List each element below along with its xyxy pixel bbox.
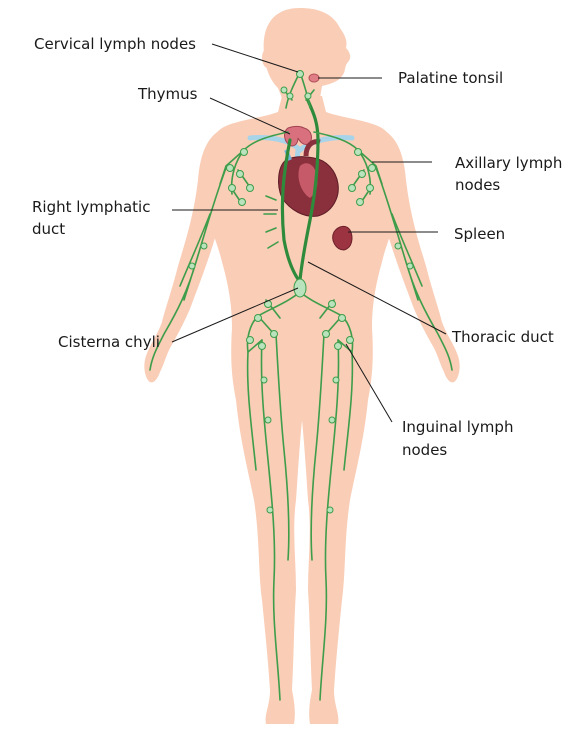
- cervical-vessels: [283, 71, 315, 109]
- lymph-node: [226, 164, 234, 172]
- body-silhouette: [144, 8, 460, 724]
- leader-cisterna: [171, 287, 299, 343]
- right-leg-vessels: [246, 333, 290, 701]
- lymph-node: [266, 506, 274, 514]
- lymph-node: [258, 342, 266, 350]
- lymph-node: [354, 148, 362, 156]
- leader-thoracic: [307, 261, 447, 335]
- lymph-node: [334, 342, 342, 350]
- lymph-node: [326, 506, 334, 514]
- lymph-node: [246, 336, 254, 344]
- ear: [262, 48, 274, 68]
- lymph-node: [246, 184, 254, 192]
- thoracic-duct-vessel: [298, 94, 320, 282]
- lymph-node: [264, 416, 272, 424]
- lymph-node: [236, 170, 244, 178]
- label-thymus: Thymus: [137, 85, 198, 103]
- lymph-node: [270, 330, 278, 338]
- label-inguinal-line1: Inguinal lymph: [402, 418, 513, 436]
- label-cisterna-chyli: Cisterna chyli: [58, 333, 160, 351]
- left-arm: [380, 128, 460, 383]
- labels: Cervical lymph nodes Palatine tonsil Thy…: [32, 35, 562, 459]
- leader-lines: [171, 43, 447, 423]
- lymph-node: [296, 70, 304, 78]
- lymph-node: [304, 92, 312, 100]
- leader-thymus: [209, 97, 291, 135]
- lymph-node: [328, 416, 336, 424]
- lymph-node: [358, 170, 366, 178]
- leader-cervical: [211, 43, 299, 73]
- lymph-node: [228, 184, 236, 192]
- head: [263, 8, 351, 98]
- left-leg-vessels: [310, 333, 354, 701]
- label-axillary-line1: Axillary lymph: [455, 154, 562, 172]
- label-palatine-tonsil: Palatine tonsil: [398, 69, 503, 87]
- lymph-node: [322, 330, 330, 338]
- spleen-organ: [332, 225, 353, 251]
- lymph-node: [254, 314, 262, 322]
- torso-and-legs: [206, 96, 398, 724]
- heart-highlight: [298, 163, 318, 198]
- lymph-node: [200, 242, 208, 250]
- lymph-node: [394, 242, 402, 250]
- lymph-node: [328, 300, 336, 308]
- label-spleen: Spleen: [454, 225, 505, 243]
- chest-vessels: [263, 195, 279, 249]
- label-cervical-lymph-nodes: Cervical lymph nodes: [34, 35, 196, 53]
- lymph-node: [238, 198, 246, 206]
- right-lymphatic-duct-vessel: [280, 138, 302, 284]
- leader-inguinal: [345, 343, 393, 423]
- lymph-node: [332, 376, 340, 384]
- label-right-lymphatic-line2: duct: [32, 220, 65, 238]
- lymph-node: [366, 184, 374, 192]
- lymph-node: [286, 92, 294, 100]
- lymph-nodes: [188, 70, 414, 514]
- lymph-node: [260, 376, 268, 384]
- lymph-node: [346, 336, 354, 344]
- palatine-tonsil-organ: [308, 73, 320, 83]
- label-right-lymphatic-line1: Right lymphatic: [32, 198, 150, 216]
- lymph-node: [356, 198, 364, 206]
- lymph-node: [338, 314, 346, 322]
- label-inguinal-line2: nodes: [402, 441, 447, 459]
- lymph-node: [188, 262, 196, 270]
- label-thoracic-duct: Thoracic duct: [451, 328, 554, 346]
- label-axillary-line2: nodes: [455, 176, 500, 194]
- lymph-node: [348, 184, 356, 192]
- lymph-node: [368, 164, 376, 172]
- lymph-node: [406, 262, 414, 270]
- lymph-node: [280, 86, 288, 94]
- cisterna-chyli-node: [293, 278, 307, 298]
- lymph-node: [240, 148, 248, 156]
- right-arm: [144, 128, 224, 383]
